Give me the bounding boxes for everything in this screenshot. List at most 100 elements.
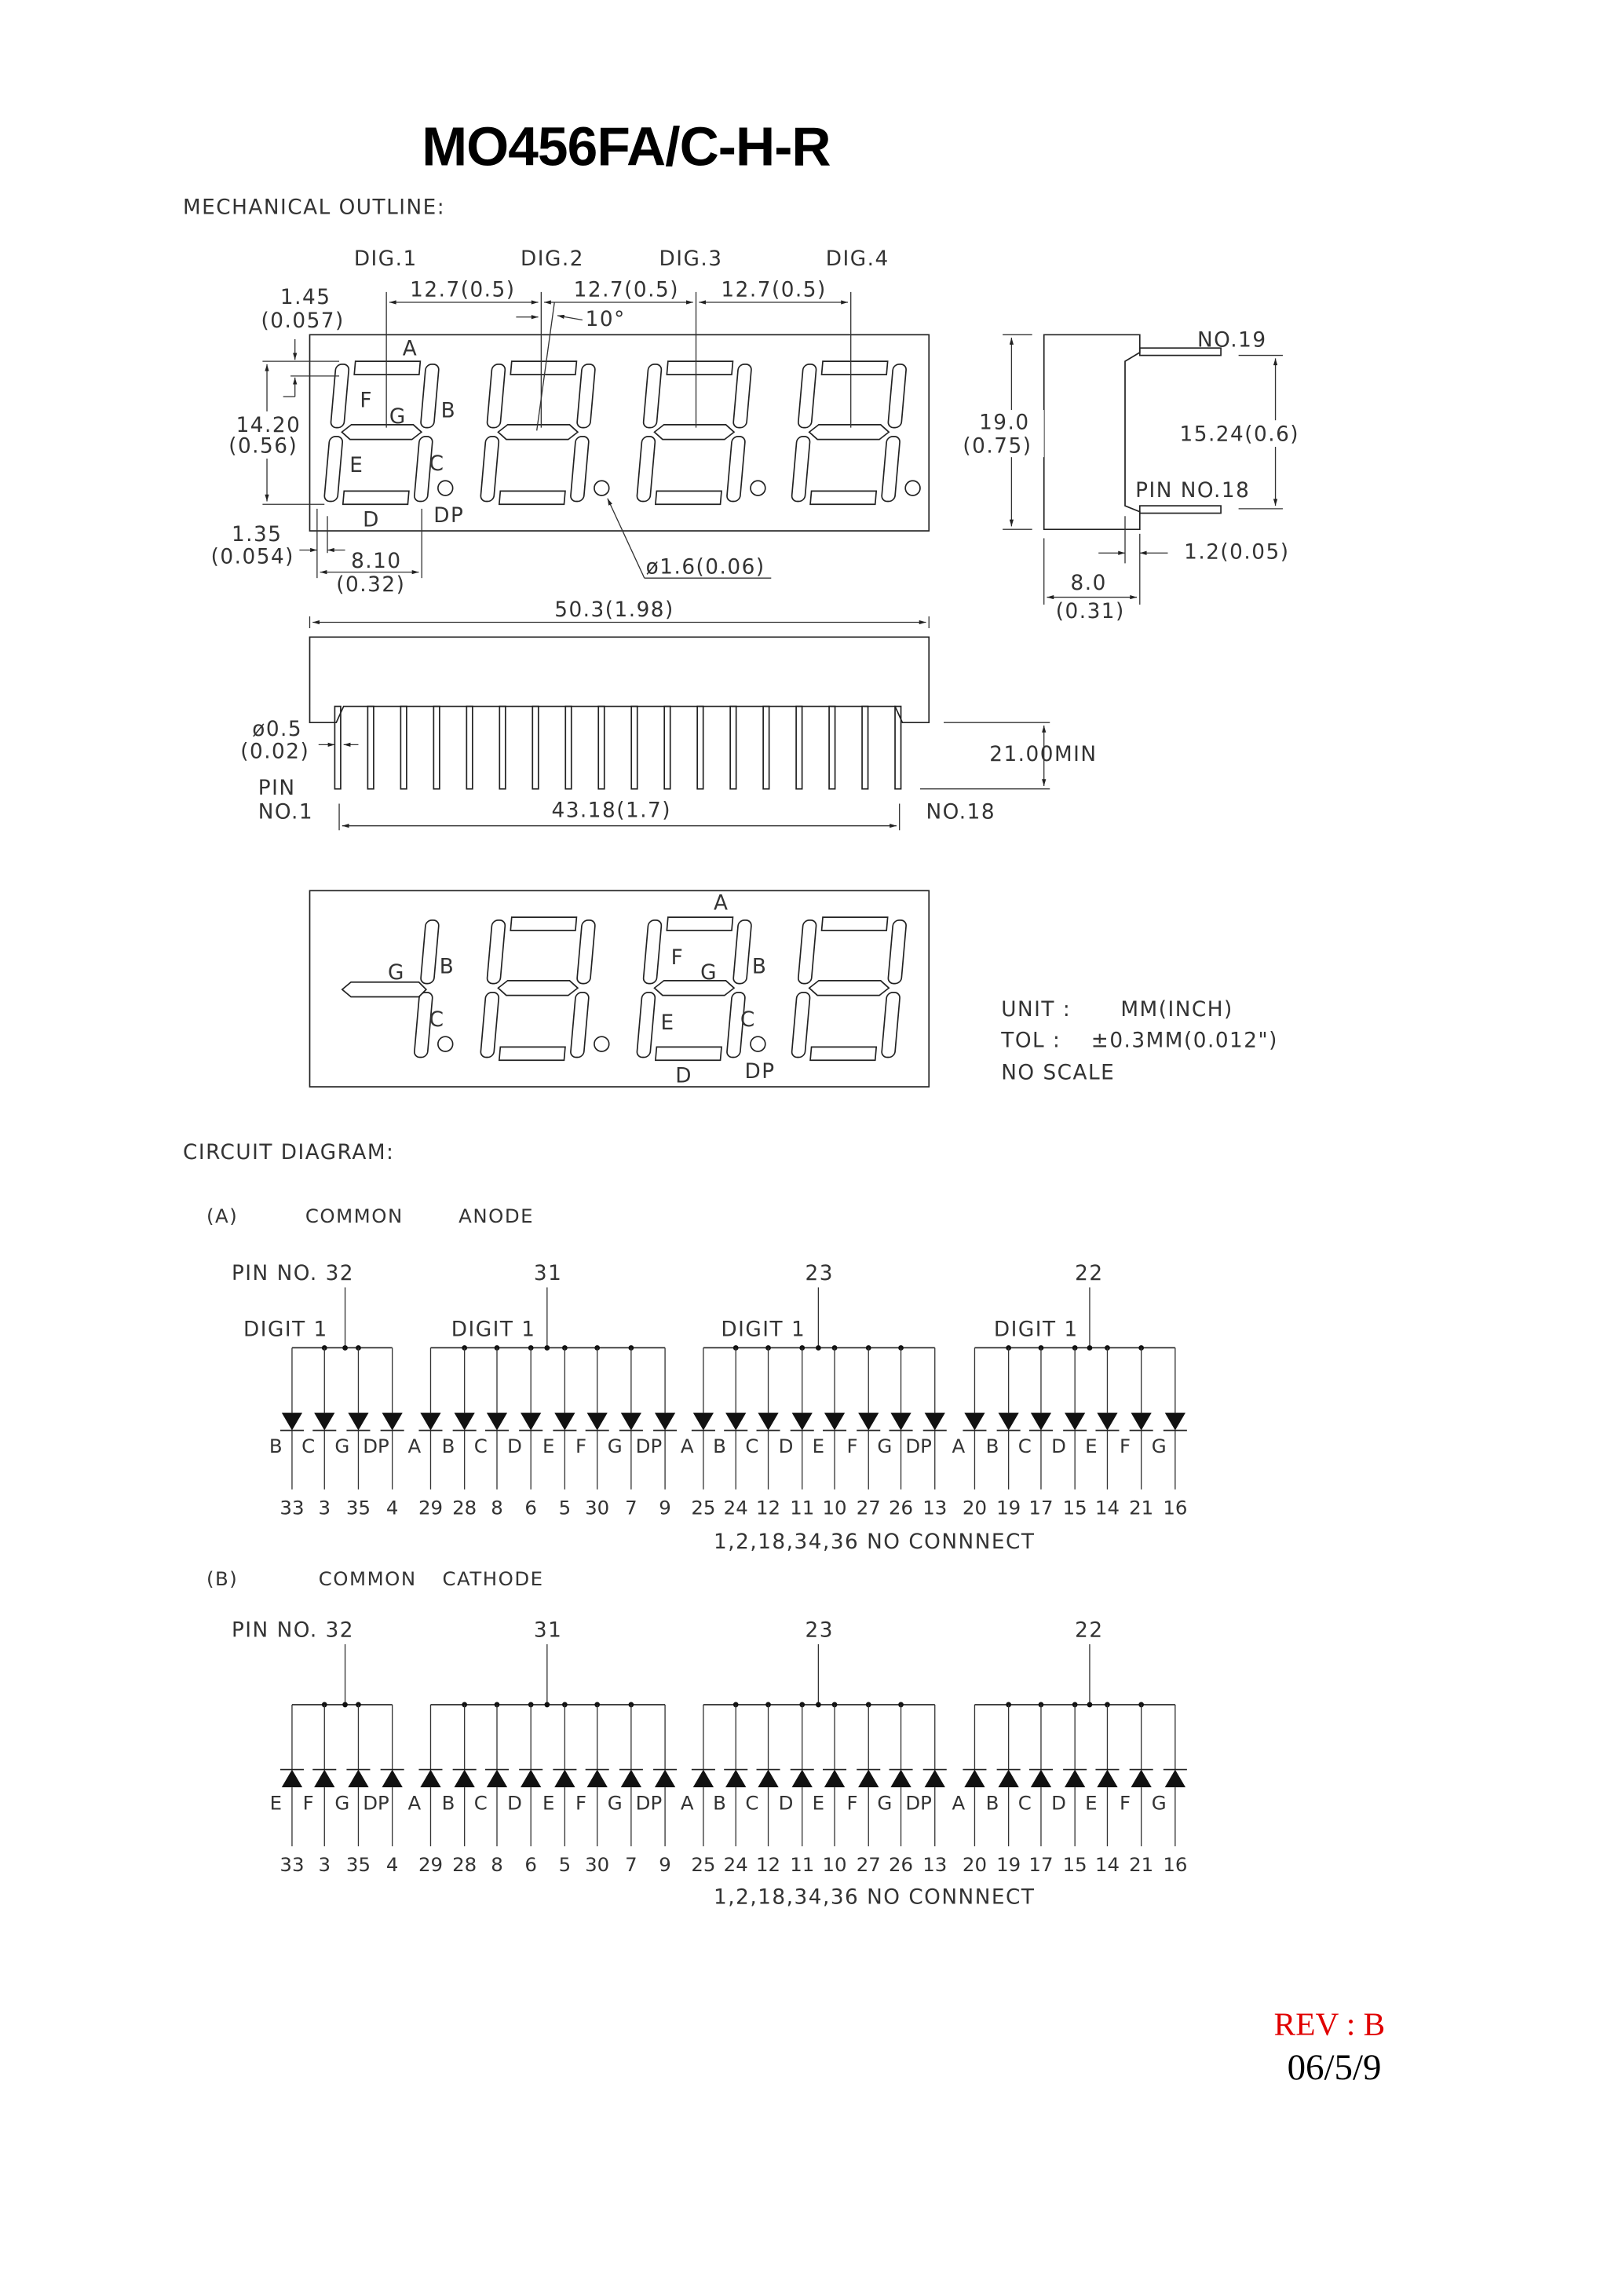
pin-number: 26 (889, 1853, 913, 1876)
pin-number: 27 (857, 1497, 881, 1519)
pin-number: 12 (756, 1853, 780, 1876)
part-number-title: MO456FA/C-H-R (422, 115, 830, 177)
junction-dot (831, 1702, 838, 1708)
segment-dp (750, 480, 766, 496)
pin (400, 705, 407, 790)
depth-dimension: (0.31) (1056, 600, 1125, 623)
junction-dot (732, 1702, 739, 1708)
pin-number: 24 (724, 1497, 748, 1519)
junction-dot (816, 1345, 821, 1351)
no-connect-note: 1,2,18,34,36 NO CONNNECT (714, 1530, 1035, 1554)
pin (795, 705, 803, 790)
segment-label: B (442, 1435, 455, 1457)
digit-height-dimension: (0.56) (228, 435, 298, 459)
diode-icon (348, 1413, 369, 1431)
dig-label: DIG.1 (354, 247, 418, 271)
diode-icon (998, 1413, 1019, 1431)
junction-dot (1087, 1702, 1093, 1708)
pin-length-dimension: 21.00MIN (989, 743, 1097, 766)
diode-icon (486, 1413, 508, 1431)
overall-width-dimension: 50.3(1.98) (554, 598, 674, 622)
front-digits (323, 360, 921, 506)
common-pin-label: 22 (1075, 1262, 1103, 1285)
pin (630, 705, 638, 790)
pin-number: 11 (790, 1497, 814, 1519)
segment-a (510, 916, 578, 931)
pin-number: 19 (996, 1497, 1021, 1519)
segment-label: DP (636, 1791, 663, 1814)
segment-d (654, 490, 722, 506)
notes: UNIT : MM(INCH) TOL : ±0.3MM(0.012") NO … (1000, 998, 1277, 1085)
pin-18-label: NO.18 (926, 800, 995, 824)
segment-label: D (779, 1435, 794, 1457)
segment-label-f: F (671, 946, 685, 970)
digit-label: DIGIT 1 (243, 1318, 328, 1341)
pin-number: 4 (386, 1853, 399, 1876)
segment-g (808, 424, 890, 441)
pin-number: 15 (1063, 1853, 1087, 1876)
segment-label-a: A (714, 892, 729, 916)
front-view: DIG.1 DIG.2 DIG.3 DIG.4 12.7(0.5) 12.7(0… (211, 247, 930, 629)
diode-icon (1065, 1413, 1086, 1431)
junction-dot (816, 1702, 821, 1708)
segment-label-c: C (429, 452, 445, 476)
diode-icon (521, 1769, 542, 1788)
pin-number: 21 (1129, 1853, 1153, 1876)
pin-number: 29 (418, 1497, 443, 1519)
pin-number: 28 (452, 1853, 477, 1876)
diode-icon (1097, 1413, 1118, 1431)
segment-e (791, 992, 811, 1058)
segment-b (420, 364, 440, 429)
segment-label-d: D (675, 1064, 692, 1088)
diode-icon (420, 1769, 441, 1788)
pin-number: 33 (279, 1497, 304, 1519)
diode-icon (692, 1413, 714, 1431)
segment-e (480, 436, 500, 503)
junction-dot (544, 1702, 550, 1708)
diode-icon (620, 1413, 642, 1431)
segment-label: A (681, 1435, 694, 1457)
common-anode-tag: (A) (206, 1205, 238, 1227)
segment-label: DP (905, 1791, 932, 1814)
diode-icon (858, 1413, 879, 1431)
diode-icon (420, 1413, 441, 1431)
pin-width-dimension: 1.2(0.05) (1184, 541, 1289, 565)
segment-label-d: D (363, 508, 380, 532)
pin (729, 705, 737, 790)
segment-f (486, 364, 506, 429)
segment-label: C (1018, 1435, 1032, 1457)
pin-number: 8 (491, 1497, 503, 1519)
diode-icon (521, 1413, 542, 1431)
diode-icon (824, 1413, 846, 1431)
pin (433, 705, 440, 790)
pin-19-label: NO.19 (1197, 328, 1267, 352)
junction-dot (628, 1702, 634, 1708)
segment-c (570, 992, 590, 1058)
junction-dot (765, 1702, 771, 1708)
digit-height-dimension: 14.20 (236, 414, 301, 437)
circuit-diagram-heading: CIRCUIT DIAGRAM: (183, 1141, 394, 1164)
pin-number: 25 (691, 1497, 715, 1519)
segment-d (498, 1046, 566, 1062)
pin (466, 705, 473, 790)
segment-label: B (269, 1435, 283, 1457)
segment-label-c: C (429, 1008, 445, 1032)
pin-diameter-dimension: ø0.5 (252, 718, 302, 741)
segment-label: D (779, 1791, 794, 1814)
segment-dp (594, 1036, 610, 1052)
pin (894, 705, 902, 790)
segment-a (820, 360, 889, 375)
pin-number: 20 (963, 1497, 987, 1519)
segment-label: C (301, 1435, 315, 1457)
segment-a (666, 360, 734, 375)
segment-label: DP (363, 1435, 389, 1457)
height-dimension: (0.75) (963, 435, 1032, 459)
pin-18-label: PIN NO.18 (1135, 479, 1250, 503)
segment-label: E (813, 1791, 824, 1814)
diode-icon (890, 1769, 911, 1788)
segment-label-b: B (440, 955, 455, 978)
segment-f (797, 364, 817, 429)
segment-e (636, 992, 656, 1058)
segment-b (420, 919, 440, 985)
segment-c (726, 992, 746, 1058)
